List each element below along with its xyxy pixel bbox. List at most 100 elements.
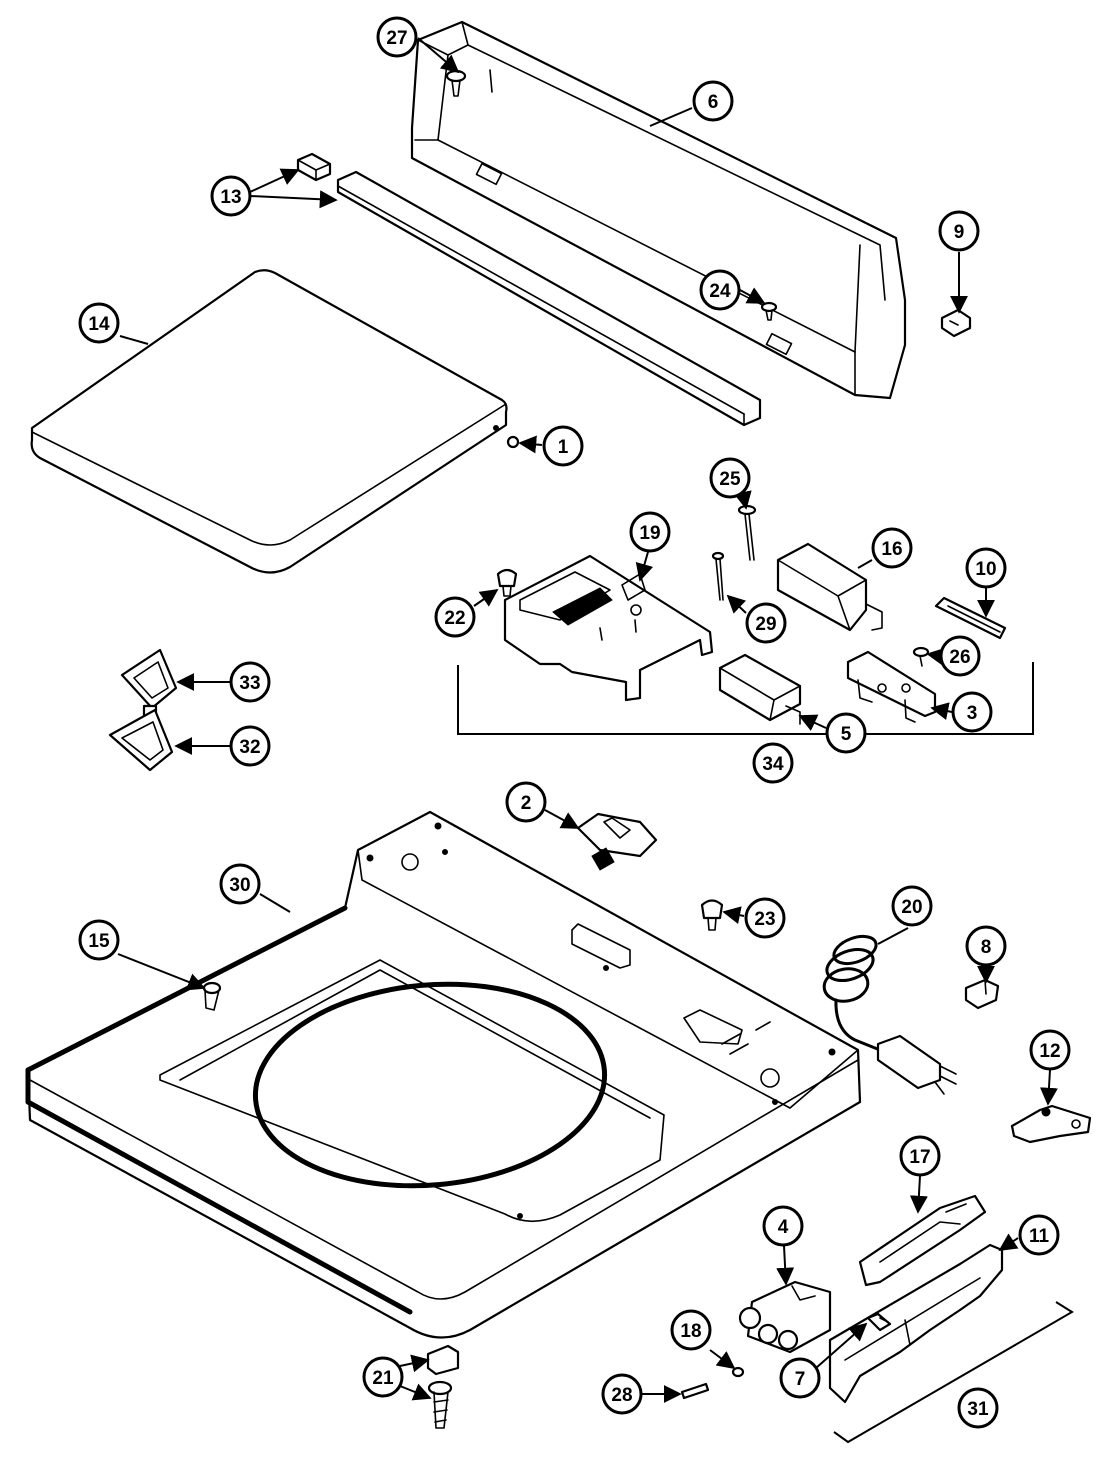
callout-20: 20	[891, 885, 933, 927]
svg-text:16: 16	[881, 539, 902, 560]
svg-text:23: 23	[754, 909, 775, 930]
callout-11: 11	[1018, 1214, 1060, 1256]
callout-24: 24	[699, 269, 741, 311]
svg-text:27: 27	[386, 28, 407, 49]
top-cover	[25, 810, 862, 1339]
callout-6: 6	[692, 80, 734, 122]
callout-12: 12	[1029, 1029, 1071, 1071]
callout-3: 3	[951, 691, 993, 733]
button-22	[496, 568, 518, 597]
callout-25: 25	[709, 457, 751, 499]
group-bracket-31	[833, 1301, 1074, 1444]
callout-13: 13	[210, 175, 252, 217]
screw-18	[731, 1366, 745, 1378]
svg-text:21: 21	[372, 1368, 394, 1389]
svg-text:30: 30	[229, 875, 250, 896]
svg-text:26: 26	[949, 647, 970, 668]
callout-27: 27	[376, 16, 418, 58]
svg-text:10: 10	[975, 559, 996, 580]
triangle-ring-33	[120, 648, 178, 718]
clamp-12	[1010, 1104, 1092, 1144]
callout-19: 19	[629, 511, 671, 553]
callout-1: 1	[542, 425, 584, 467]
svg-text:6: 6	[708, 92, 719, 113]
svg-text:29: 29	[755, 614, 776, 635]
svg-text:4: 4	[778, 1217, 789, 1238]
svg-text:7: 7	[795, 1369, 806, 1390]
callout-23: 23	[744, 897, 786, 939]
switch-5	[718, 653, 802, 725]
callout-14: 14	[78, 302, 120, 344]
callout-18: 18	[670, 1309, 712, 1351]
callout-33: 33	[229, 661, 271, 703]
fuse-10	[934, 596, 1007, 640]
svg-text:11: 11	[1029, 1226, 1050, 1247]
trim-strip	[336, 170, 762, 427]
lid-switch-2	[576, 812, 658, 871]
switch-16	[776, 542, 883, 632]
svg-text:18: 18	[680, 1321, 701, 1342]
svg-text:19: 19	[639, 523, 660, 544]
svg-text:34: 34	[762, 754, 784, 775]
trim-clip	[296, 152, 332, 182]
callout-10: 10	[965, 547, 1007, 589]
lid	[30, 269, 520, 574]
callout-26: 26	[939, 635, 981, 677]
callout-5: 5	[825, 712, 867, 754]
svg-text:32: 32	[239, 737, 260, 758]
svg-text:17: 17	[909, 1147, 930, 1168]
clip-9	[940, 308, 972, 338]
callout-17: 17	[899, 1135, 941, 1177]
screw-28	[680, 1382, 710, 1400]
svg-text:12: 12	[1039, 1041, 1060, 1062]
callout-4: 4	[762, 1205, 804, 1247]
grommet-15	[202, 981, 222, 1011]
screw-29	[711, 551, 725, 601]
svg-text:15: 15	[88, 931, 110, 952]
callout-16: 16	[871, 527, 913, 569]
svg-text:3: 3	[967, 703, 978, 724]
power-cord	[822, 934, 957, 1095]
bracket-19	[503, 554, 714, 702]
svg-text:22: 22	[444, 608, 465, 629]
callout-32: 32	[229, 725, 271, 767]
callout-9: 9	[938, 210, 980, 252]
control-panel	[410, 20, 907, 400]
actuator-17	[858, 1194, 987, 1287]
screw-25	[737, 504, 757, 561]
svg-text:2: 2	[521, 793, 532, 814]
svg-text:24: 24	[709, 281, 731, 302]
callout-31: 31	[957, 1387, 999, 1429]
screw-27	[445, 69, 467, 97]
screw-24	[760, 301, 778, 321]
svg-text:1: 1	[558, 437, 569, 458]
svg-text:14: 14	[88, 314, 110, 335]
svg-text:28: 28	[611, 1385, 632, 1406]
switch-4	[738, 1280, 832, 1354]
callout-21: 21	[362, 1356, 404, 1398]
callout-28: 28	[601, 1373, 643, 1415]
svg-text:33: 33	[239, 673, 260, 694]
bracket-11	[828, 1243, 1004, 1404]
screw-7	[866, 1312, 892, 1332]
callout-22: 22	[434, 596, 476, 638]
leader-lines	[117, 37, 1058, 1403]
screw-26	[912, 646, 930, 667]
button-23	[700, 899, 724, 931]
callout-7: 7	[779, 1357, 821, 1399]
svg-text:9: 9	[954, 222, 965, 243]
callout-29: 29	[745, 602, 787, 644]
callout-8: 8	[965, 925, 1007, 967]
callout-30: 30	[219, 863, 261, 905]
svg-text:5: 5	[841, 724, 852, 745]
triangle-ring-32	[108, 708, 174, 772]
svg-text:25: 25	[719, 469, 741, 490]
group-bracket-34	[457, 662, 1034, 735]
callout-34: 34	[752, 742, 794, 784]
callout-2: 2	[505, 781, 547, 823]
svg-text:8: 8	[981, 937, 992, 958]
svg-text:20: 20	[901, 897, 922, 918]
svg-text:31: 31	[967, 1399, 989, 1420]
svg-text:13: 13	[220, 187, 241, 208]
